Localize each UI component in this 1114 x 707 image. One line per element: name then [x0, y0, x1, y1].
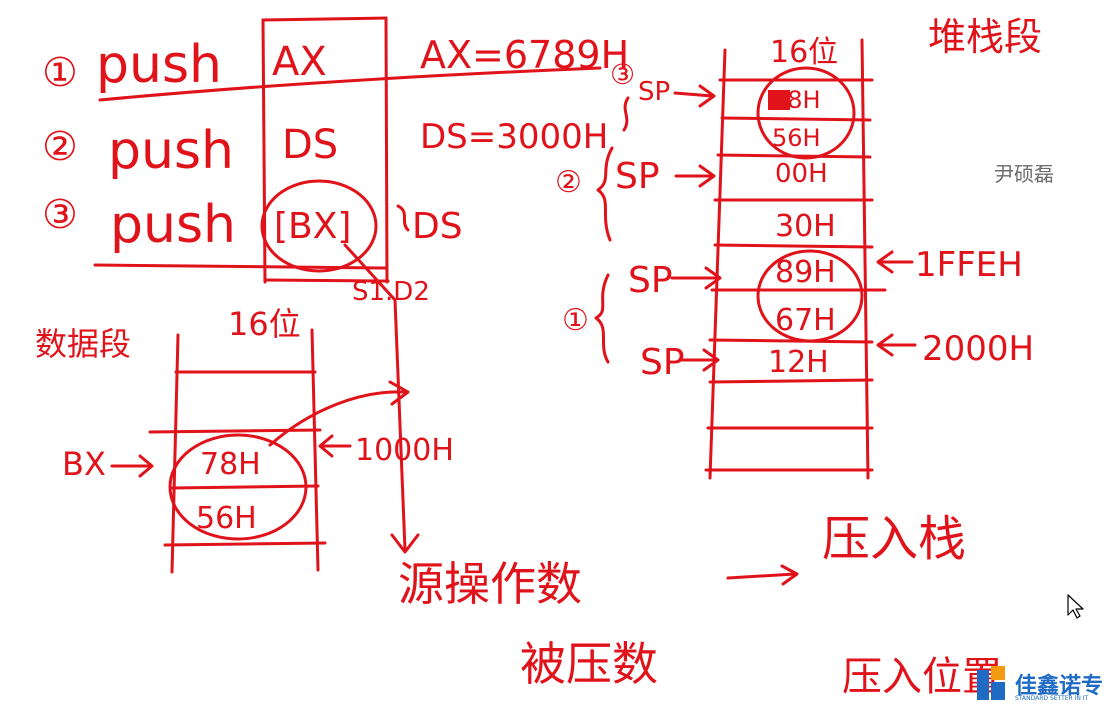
logo-tagline: STANDARD SETTER IN IT: [1015, 695, 1089, 702]
bx-pointer-label: BX: [62, 445, 106, 483]
sp-arrow-0-icon: [680, 348, 720, 372]
author-name: 尹硕磊: [994, 162, 1054, 186]
data-cells-circle: [168, 433, 308, 541]
note-arrow-icon: [726, 564, 799, 586]
instruction-1-note: AX=6789H: [420, 33, 629, 77]
instruction-2-op: push: [108, 121, 234, 181]
stack-step-1: ①: [562, 303, 589, 338]
sp-pointer-2: SP: [615, 156, 660, 197]
pushed-operand-note: 被压数: [520, 637, 658, 691]
stack-cell-12h: 12H: [768, 345, 829, 380]
instruction-2-operand: DS: [282, 122, 338, 168]
instruction-2-note: DS=3000H: [420, 117, 608, 157]
instruction-1-operand: AX: [272, 39, 327, 85]
data-segment-title: 数据段: [35, 325, 131, 363]
address-arrow-icon: [318, 434, 352, 458]
logo-mark-icon: [977, 666, 1005, 700]
data-segment-grid: [148, 328, 327, 574]
data-cell-low: 78H: [200, 447, 261, 482]
stack-segment-header: 16位: [770, 35, 838, 70]
stack-address-2-arrow-icon: [876, 333, 917, 357]
stack-cell-30h: 30H: [775, 209, 836, 244]
instruction-2-number: ②: [42, 124, 78, 170]
stack-marker-icon: [768, 90, 790, 110]
stack-cell-67h: 67H: [775, 303, 836, 338]
flow-arrows: [268, 243, 420, 554]
ds-brace-icon: [396, 204, 410, 232]
instruction-3-operand: [BX]: [274, 206, 351, 247]
stack-step-2: ②: [555, 165, 582, 200]
stack-cell-78h: 78H: [772, 86, 821, 114]
instruction-table: [93, 16, 602, 284]
brand-logo: 佳鑫诺专 STANDARD SETTER IN IT: [975, 664, 1114, 707]
stack-top-circle: [756, 66, 856, 160]
stack-push1-circle: [756, 249, 864, 343]
push-position-note: 压入位置: [842, 654, 1002, 700]
stack-cell-56h: 56H: [772, 124, 821, 152]
stack-address-2000h: 2000H: [922, 329, 1034, 369]
source-label: S1.D2: [352, 277, 430, 307]
sp-pointer-0: SP: [640, 342, 685, 383]
stack-cell-89h: 89H: [775, 255, 836, 290]
bx-arrow-icon: [110, 454, 154, 478]
instruction-3-note: DS: [412, 206, 463, 247]
stack-segment-title: 堆栈段: [928, 15, 1042, 59]
instruction-1-op: push: [96, 35, 222, 95]
operand-circle: [260, 179, 378, 273]
stack-braces: [594, 96, 630, 364]
instruction-3-op: push: [110, 195, 236, 255]
sp-arrow-3-icon: [673, 84, 716, 108]
instruction-1-number: ①: [42, 50, 78, 96]
data-segment-address: 1000H: [355, 433, 454, 468]
stack-step-3: ③: [610, 58, 635, 91]
sp-pointer-3: SP: [638, 77, 670, 107]
push-stack-note: 压入栈: [822, 511, 966, 567]
logo-name: 佳鑫诺专: [1015, 674, 1104, 699]
instruction-3-number: ③: [42, 192, 78, 238]
sp-pointer-1: SP: [628, 260, 673, 301]
stack-address-1-arrow-icon: [876, 250, 914, 274]
source-operand-note: 源操作数: [398, 557, 582, 611]
mouse-cursor-icon: [1067, 594, 1084, 619]
stack-address-1ffeh: 1FFEH: [915, 245, 1023, 285]
data-segment-header: 16位: [228, 305, 301, 343]
stack-cell-00h: 00H: [775, 159, 828, 189]
sp-arrow-2-icon: [674, 164, 716, 188]
sp-arrow-1-icon: [670, 266, 722, 290]
data-cell-high: 56H: [196, 501, 257, 536]
